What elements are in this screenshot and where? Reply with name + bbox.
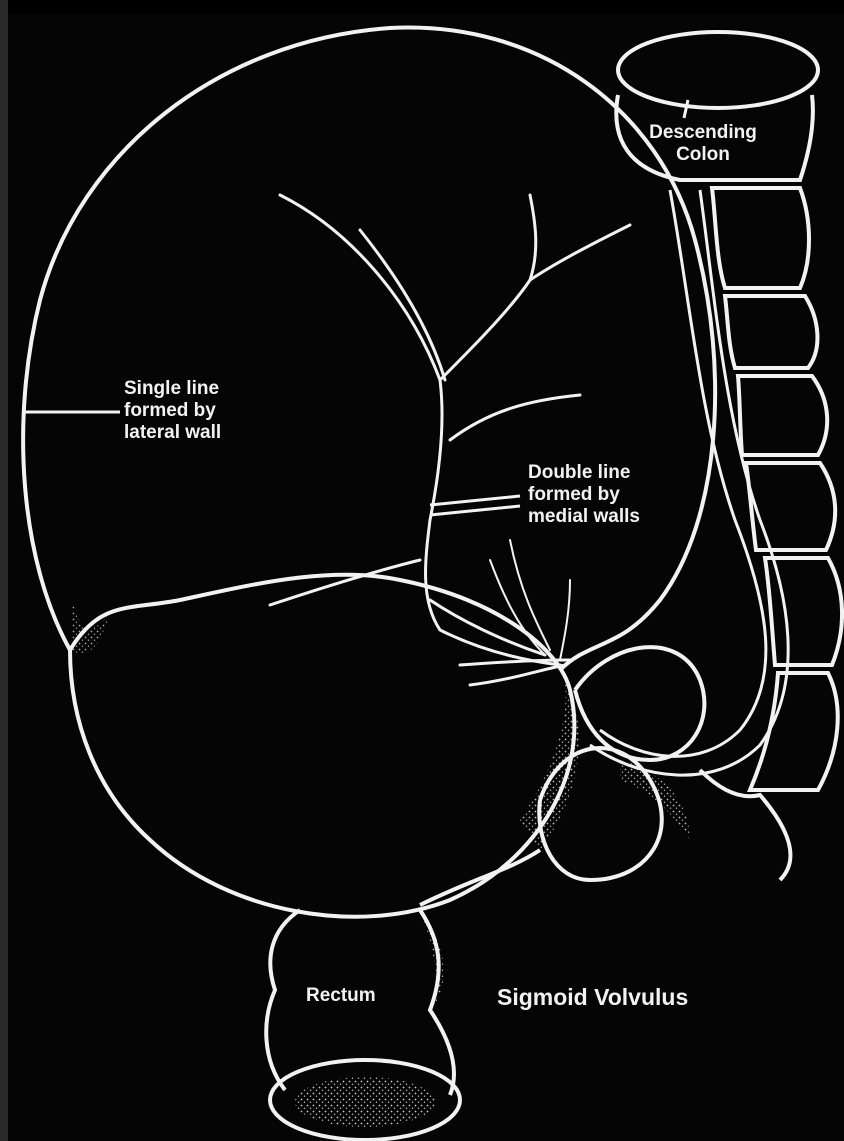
label-double-line: Double line formed by medial walls [528, 462, 640, 528]
label-descending-colon: Descending Colon [628, 122, 778, 166]
mesenteric-vessels [270, 195, 630, 685]
colon-segment [746, 463, 835, 550]
colon-segment [700, 770, 790, 880]
label-rectum: Rectum [306, 985, 376, 1007]
colon-segment [712, 188, 809, 288]
colon-segment [738, 376, 827, 455]
label-single-line: Single line formed by lateral wall [124, 378, 221, 444]
leader-lines [22, 100, 688, 515]
lower-loop-outline [70, 575, 574, 917]
colon-segment [750, 673, 838, 790]
twisted-segment [575, 647, 704, 760]
diagram-title: Sigmoid Volvulus [497, 984, 688, 1011]
colon-segment [725, 296, 817, 368]
colon-opening [618, 32, 818, 108]
